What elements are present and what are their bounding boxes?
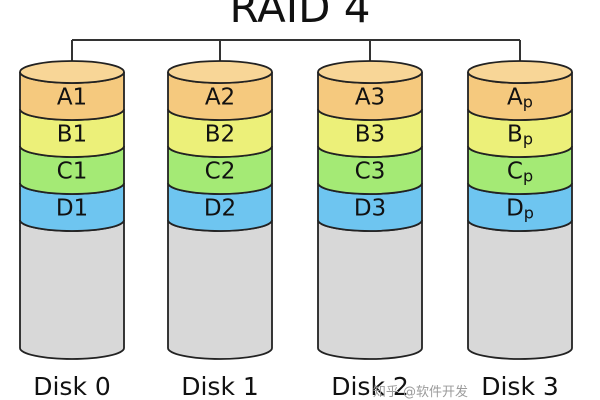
diagram-title: RAID 4 [229,0,370,32]
block-label-main: C1 [57,159,88,185]
block-label: B2 [205,122,235,148]
block-label-main: C2 [205,159,236,185]
disk-empty-body [317,219,423,360]
block-label-main: A2 [205,85,235,111]
block-label: C2 [205,159,236,185]
block-label-subscript: p [523,130,533,149]
watermark-text: 知乎 @软件开发 [373,384,468,400]
block-label: Cp [507,159,533,186]
block-label: D2 [204,196,236,222]
block-label-main: C3 [355,159,386,185]
block-label: C1 [57,159,88,185]
block-label: B3 [355,122,385,148]
block-label-main: D3 [354,196,386,222]
block-label-main: C [507,159,523,185]
block-label-main: A [507,85,523,111]
block-label-main: B2 [205,122,235,148]
block-label-main: A1 [57,85,87,111]
disk-empty-body [19,219,125,360]
disk-top-cap [167,60,273,84]
disk-top-cap [19,60,125,84]
block-label-main: D2 [204,196,236,222]
block-label-main: B [507,122,523,148]
block-label-subscript: p [523,167,533,186]
disk-top-cap [317,60,423,84]
disk-name-label: Disk 3 [481,372,559,400]
connector-lines [71,39,521,61]
disk-empty-body [167,219,273,360]
block-label: B1 [57,122,87,148]
block-label-main: D [506,196,524,222]
block-label: Bp [507,122,533,149]
block-label: D1 [56,196,88,222]
block-label-main: B1 [57,122,87,148]
block-label-main: B3 [355,122,385,148]
block-label: C3 [355,159,386,185]
block-label: A1 [57,85,87,111]
block-label-main: A3 [355,85,385,111]
block-label: Dp [506,196,534,223]
block-label-subscript: p [523,93,533,112]
block-label: Ap [507,85,533,112]
disk-name-label: Disk 0 [33,372,111,400]
block-label-subscript: p [524,204,534,223]
disk-name-label: Disk 2 [331,372,409,400]
block-label: D3 [354,196,386,222]
block-label-main: D1 [56,196,88,222]
disk-top-cap [467,60,573,84]
block-label: A3 [355,85,385,111]
disk-empty-body [467,219,573,360]
block-label: A2 [205,85,235,111]
disk-name-label: Disk 1 [181,372,259,400]
